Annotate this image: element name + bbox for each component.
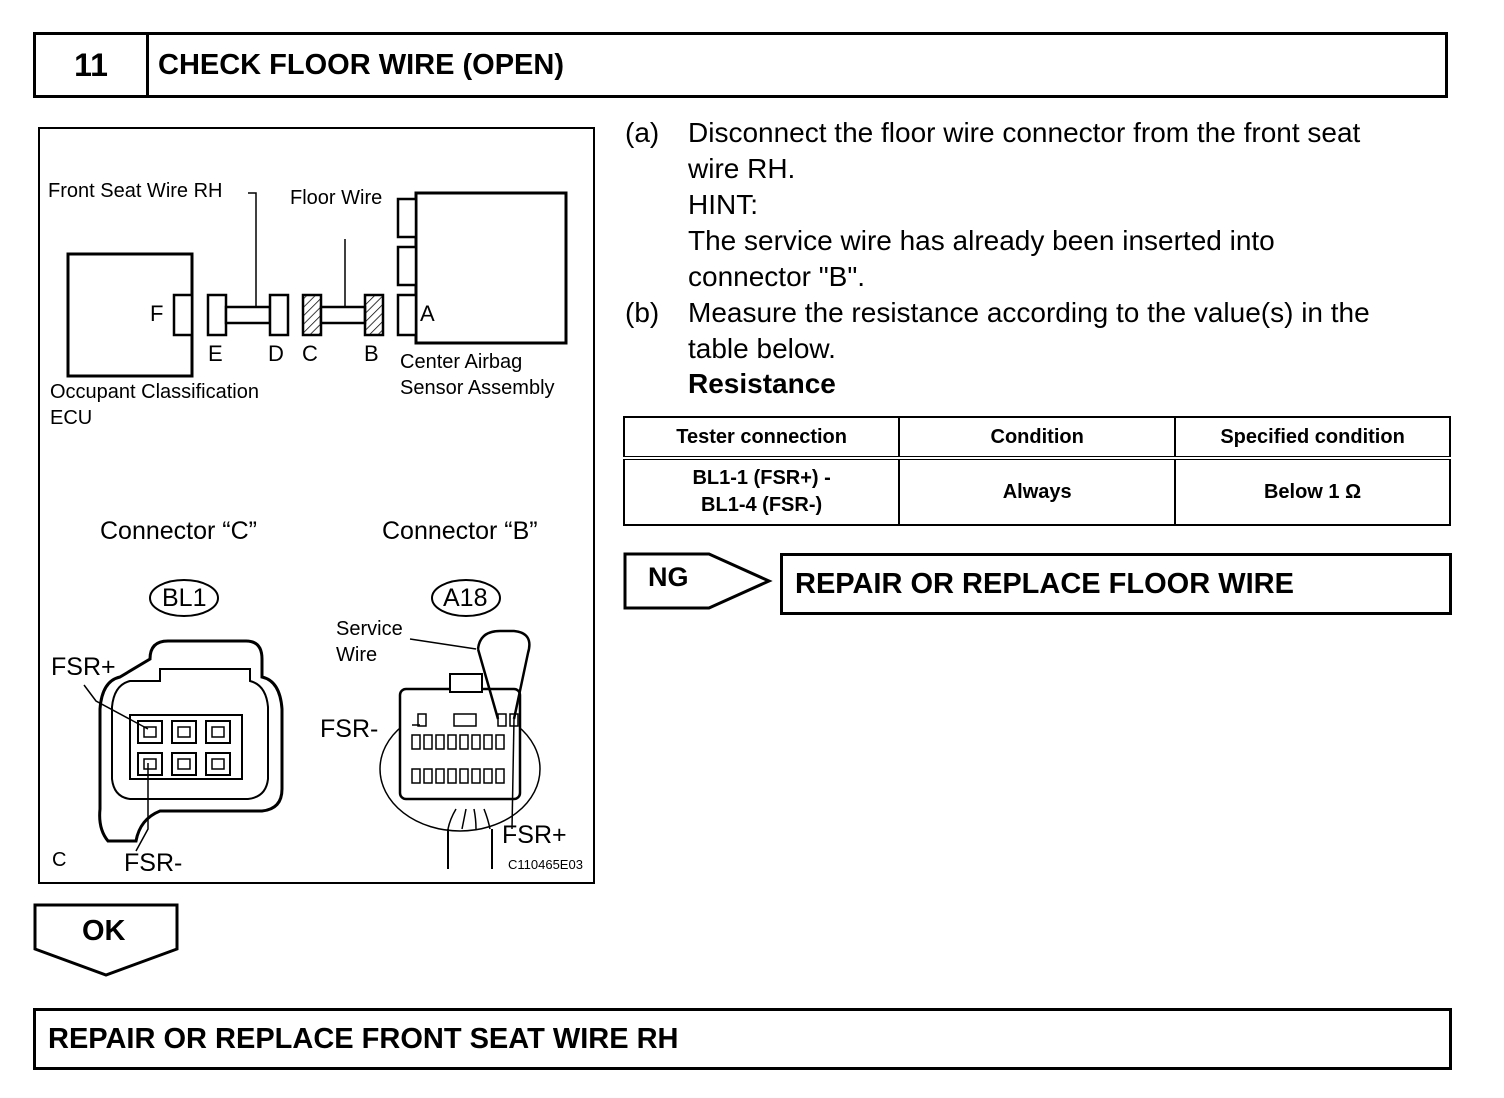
- resistance-title: Resistance: [688, 368, 836, 399]
- letter-b-label: B: [364, 341, 379, 366]
- service-wire-label-line2: Wire: [336, 644, 378, 666]
- sensor-connector-1: [396, 197, 418, 239]
- bl1-terminal-1: [137, 720, 163, 744]
- tester-line1: BL1-1 (FSR+) -: [692, 467, 831, 489]
- bl1-label: BL1: [162, 584, 207, 612]
- occupant-ecu-label-line1: Occupant Classification: [50, 381, 259, 403]
- ng-action-box: REPAIR OR REPLACE FLOOR WIRE: [780, 553, 1452, 615]
- a18-terminals-row1: [411, 734, 505, 750]
- a18-oval: [431, 579, 501, 617]
- cell-tester-connection: BL1-1 (FSR+) - BL1-4 (FSR-): [622, 457, 901, 526]
- front-seat-wire-rh-label: Front Seat Wire RH: [48, 180, 223, 202]
- fsr-minus-left-label: FSR-: [124, 849, 183, 877]
- instruction-b-line2: table below.: [688, 333, 836, 364]
- floor-wire-body: [319, 305, 367, 325]
- fsr-plus-left-label: FSR+: [51, 653, 116, 681]
- letter-f-label: F: [150, 301, 164, 326]
- connector-d: [268, 293, 290, 337]
- bl1-terminal-3: [205, 720, 231, 744]
- instruction-b-marker: (b): [625, 297, 660, 328]
- instruction-b: (b) Measure the resistance according to …: [625, 295, 1455, 367]
- wiring-figure: Front Seat Wire RH Floor Wire F E D C B …: [38, 127, 595, 884]
- instruction-a-line5: connector "B".: [688, 261, 866, 292]
- tester-line2: BL1-4 (FSR-): [701, 494, 823, 516]
- connector-b: [363, 293, 385, 337]
- final-action-box: REPAIR OR REPLACE FRONT SEAT WIRE RH: [33, 1008, 1452, 1070]
- fsr-plus-leader-right: [511, 718, 515, 830]
- a18-label: A18: [443, 584, 488, 612]
- fsr-plus-right-label: FSR+: [502, 821, 567, 849]
- bl1-terminal-2: [171, 720, 197, 744]
- c-bottom-label: C: [52, 849, 67, 871]
- instruction-a-line1: Disconnect the floor wire connector from…: [688, 117, 1361, 148]
- fsr-minus-leader-left: [135, 763, 149, 852]
- instruction-a-marker: (a): [625, 117, 660, 148]
- bl1-connector-outer: [98, 639, 284, 843]
- front-seat-wire-body: [224, 305, 272, 325]
- service-wire-leader: [409, 638, 477, 650]
- instruction-b-line1: Measure the resistance according to the …: [688, 297, 1370, 328]
- bl1-terminal-4: [137, 752, 163, 776]
- connector-c: [301, 293, 323, 337]
- service-wire-label-line1: Service: [336, 618, 403, 640]
- connector-a: [396, 293, 418, 337]
- cell-specified-condition: Below 1 Ω: [1174, 457, 1451, 526]
- service-wire-loop: [476, 629, 531, 720]
- sensor-connector-2: [396, 245, 418, 287]
- resistance-table: Tester connection Condition Specified co…: [622, 416, 1451, 526]
- ng-arrow: [623, 552, 773, 610]
- fsr-plus-leader-left: [83, 684, 149, 730]
- header-tester-connection: Tester connection: [622, 416, 901, 460]
- a18-harness: [447, 808, 491, 830]
- ok-label: OK: [82, 915, 126, 947]
- front-seat-wire-leader: [248, 192, 257, 307]
- connector-e: [206, 293, 228, 337]
- bl1-connector-inner: [111, 668, 269, 800]
- instruction-a-hint: HINT:: [688, 189, 758, 220]
- connector-b-title: Connector “B”: [382, 517, 538, 545]
- occupant-ecu-label-line2: ECU: [50, 407, 93, 429]
- letter-d-label: D: [268, 341, 284, 366]
- ng-label: NG: [648, 562, 689, 592]
- step-header: 11 CHECK FLOOR WIRE (OPEN): [33, 32, 1448, 98]
- wiring-diagram-svg: [66, 191, 568, 869]
- letter-a-label: A: [420, 301, 435, 326]
- letter-e-label: E: [208, 341, 223, 366]
- figure-code: C110465E03: [508, 857, 583, 872]
- connector-f: [172, 293, 194, 337]
- bl1-terminal-6: [205, 752, 231, 776]
- airbag-sensor-label-line1: Center Airbag: [400, 351, 523, 373]
- step-number: 11: [36, 35, 149, 95]
- connector-c-title: Connector “C”: [100, 517, 257, 545]
- bl1-terminal-block: [129, 714, 243, 780]
- table-header-row: Tester connection Condition Specified co…: [622, 416, 1451, 460]
- cell-condition: Always: [898, 457, 1177, 526]
- ok-arrow: [33, 903, 179, 977]
- instruction-a: (a) Disconnect the floor wire connector …: [625, 115, 1455, 295]
- letter-c-label: C: [302, 341, 318, 366]
- bl1-oval: [149, 579, 219, 617]
- a18-latch: [449, 673, 483, 693]
- fsr-minus-right-label: FSR-: [320, 715, 379, 743]
- bl1-terminal-5: [171, 752, 197, 776]
- airbag-sensor-label-line2: Sensor Assembly: [400, 377, 555, 399]
- step-title: CHECK FLOOR WIRE (OPEN): [158, 48, 564, 81]
- instruction-a-line4: The service wire has already been insert…: [688, 225, 1275, 256]
- floor-wire-label: Floor Wire: [290, 187, 383, 209]
- airbag-sensor-box: [414, 191, 568, 345]
- header-condition: Condition: [898, 416, 1177, 460]
- a18-terminals-row2: [411, 768, 505, 784]
- header-specified-condition: Specified condition: [1174, 416, 1451, 460]
- instruction-a-line2: wire RH.: [688, 153, 796, 184]
- table-row: BL1-1 (FSR+) - BL1-4 (FSR-) Always Below…: [622, 457, 1451, 526]
